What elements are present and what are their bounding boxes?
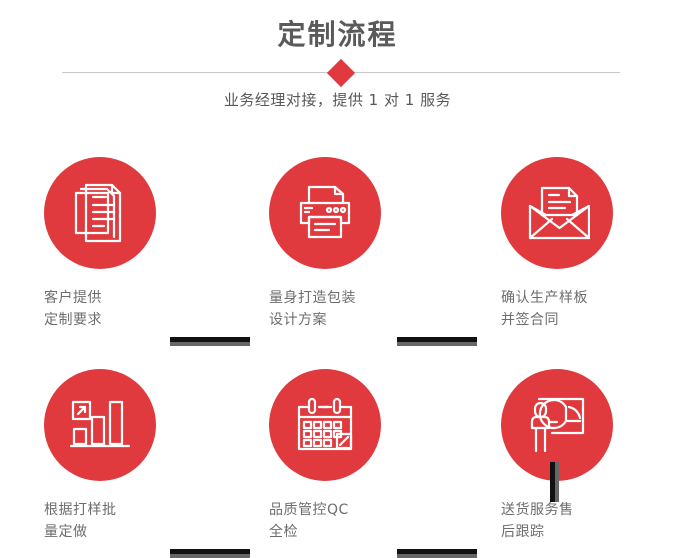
connector-step3-step6 bbox=[550, 462, 559, 502]
connector-shadow bbox=[170, 342, 250, 346]
page-title: 定制流程 bbox=[277, 18, 398, 51]
connector-shadow bbox=[397, 342, 477, 346]
connector-step1-step2 bbox=[170, 337, 250, 346]
flow-step-2-label: 量身打造包装 设计方案 bbox=[269, 290, 356, 328]
connector-bar bbox=[170, 337, 250, 342]
flow-step-4[interactable]: 根据打样批 量定做 bbox=[44, 369, 234, 543]
page-subtitle: 业务经理对接，提供 1 对 1 服务 bbox=[223, 91, 452, 109]
calendar-check-icon bbox=[297, 397, 353, 451]
flow-step-3[interactable]: 确认生产样板 并签合同 bbox=[501, 157, 675, 331]
bar-chart-growth-icon bbox=[69, 400, 131, 448]
connector-shadow bbox=[555, 462, 559, 502]
connector-step2-step3 bbox=[397, 337, 477, 346]
presenter-pie-chart-icon bbox=[530, 397, 585, 453]
documents-stack-icon bbox=[74, 183, 122, 243]
connector-shadow bbox=[170, 554, 250, 558]
flow-step-4-circle bbox=[44, 369, 156, 481]
flow-step-4-label: 根据打样批 量定做 bbox=[44, 502, 117, 540]
process-flow: 客户提供 定制要求 量身打造包装 设计方案 bbox=[0, 130, 675, 558]
flow-step-3-circle bbox=[501, 157, 613, 269]
flow-step-5-circle bbox=[269, 369, 381, 481]
flow-step-5-label: 品质管控QC 全检 bbox=[269, 502, 349, 540]
diamond-icon bbox=[326, 58, 356, 88]
printer-icon bbox=[299, 185, 351, 239]
open-envelope-letter-icon bbox=[528, 186, 590, 240]
flow-step-1[interactable]: 客户提供 定制要求 bbox=[44, 157, 234, 331]
flow-step-2-circle bbox=[269, 157, 381, 269]
header-section: 定制流程 业务经理对接，提供 1 对 1 服务 bbox=[0, 0, 675, 130]
flow-step-2[interactable]: 量身打造包装 设计方案 bbox=[269, 157, 459, 331]
flow-step-6[interactable]: 送货服务售 后跟踪 bbox=[501, 369, 675, 543]
flow-step-6-label: 送货服务售 后跟踪 bbox=[501, 502, 574, 540]
flow-step-1-circle bbox=[44, 157, 156, 269]
title-divider bbox=[62, 58, 620, 88]
connector-step5-step6 bbox=[397, 549, 477, 558]
flow-step-3-label: 确认生产样板 并签合同 bbox=[501, 290, 588, 328]
flow-step-1-label: 客户提供 定制要求 bbox=[44, 290, 102, 328]
connector-bar bbox=[397, 337, 477, 342]
flow-step-5[interactable]: 品质管控QC 全检 bbox=[269, 369, 459, 543]
connector-shadow bbox=[397, 554, 477, 558]
connector-bar bbox=[550, 462, 555, 502]
connector-step4-step5 bbox=[170, 549, 250, 558]
